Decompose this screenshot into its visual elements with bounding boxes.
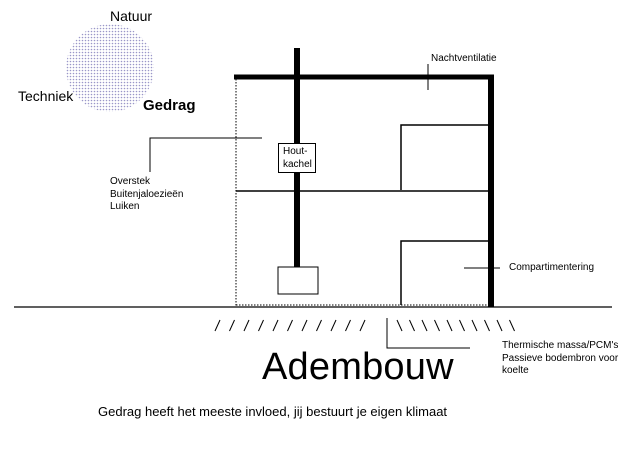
hatch-mark xyxy=(214,319,221,332)
venn-label-natuur: Natuur xyxy=(110,8,153,24)
hatch-mark xyxy=(434,319,440,332)
compartment-lower xyxy=(400,240,488,305)
stove-box xyxy=(277,266,319,295)
hatch-mark xyxy=(287,319,293,332)
hatch-mark xyxy=(509,319,515,332)
shading-label: Overstek Buitenjaloezieën Luiken xyxy=(110,176,184,212)
hatch-mark xyxy=(345,319,351,332)
hatch-mark xyxy=(459,319,465,332)
venn-label-techniek: Techniek xyxy=(18,88,74,104)
hatch-mark xyxy=(396,319,403,332)
hatch-mark xyxy=(316,319,322,332)
venn-circle xyxy=(66,24,154,112)
hatch-mark xyxy=(359,319,366,332)
hatch-mark xyxy=(330,319,337,332)
ground-hatching xyxy=(214,319,515,332)
venn-label-gedrag: Gedrag xyxy=(143,97,196,114)
hatch-mark xyxy=(446,319,453,332)
ground-pointer xyxy=(386,318,470,349)
hatch-mark xyxy=(272,319,279,332)
hatch-mark xyxy=(258,319,264,332)
hatch-mark xyxy=(301,319,308,332)
stove-label: Hout- kachel xyxy=(278,143,316,173)
ventilation-label: Nachtventilatie xyxy=(431,53,497,64)
page-title: Adembouw xyxy=(262,346,454,388)
hatch-mark xyxy=(243,319,250,332)
hatch-mark xyxy=(229,319,235,332)
compartment-label: Compartimentering xyxy=(509,262,595,273)
ground-label: Thermische massa/PCM's Passieve bodembro… xyxy=(502,340,619,376)
hatch-mark xyxy=(409,319,415,332)
hatch-mark xyxy=(421,319,428,332)
caption: Gedrag heeft het meeste invloed, jij bes… xyxy=(98,404,448,419)
compartment-upper xyxy=(400,124,488,190)
hatch-mark xyxy=(471,319,478,332)
hatch-mark xyxy=(484,319,490,332)
hatch-mark xyxy=(496,319,503,332)
shading-pointer xyxy=(149,137,262,172)
